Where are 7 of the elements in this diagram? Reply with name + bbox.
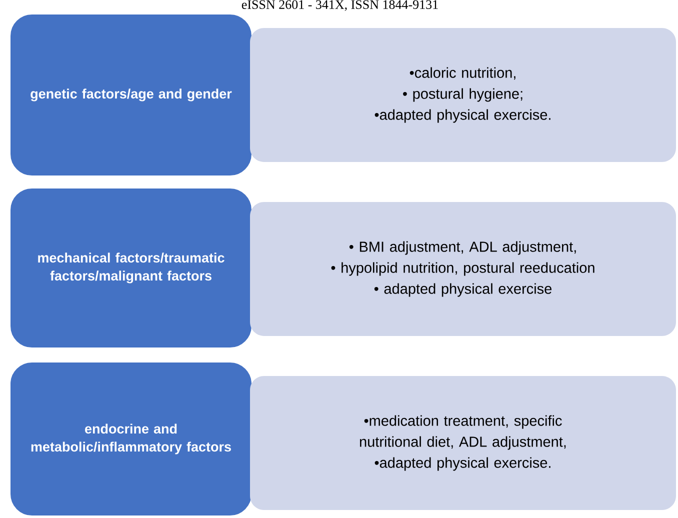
measures-box: •medication treatment, specific nutritional diet, ADL adjustment, •adapted physical exercise.	[250, 376, 676, 510]
measures-box: •caloric nutrition, • postural hygiene; •adapted physical exercise.	[250, 28, 676, 162]
factor-box: endocrine and metabolic/inflammatory factors	[10, 362, 252, 516]
measures-box: • BMI adjustment, ADL adjustment, • hypolipid nutrition, postural reeducation • adapted physical exercise	[250, 202, 676, 336]
header-text: eISSN 2601 - 341X, ISSN 1844-9131	[242, 0, 438, 11]
factor-box: mechanical factors/traumatic factors/malignant factors	[10, 188, 252, 348]
factor-box: genetic factors/age and gender	[10, 14, 252, 176]
